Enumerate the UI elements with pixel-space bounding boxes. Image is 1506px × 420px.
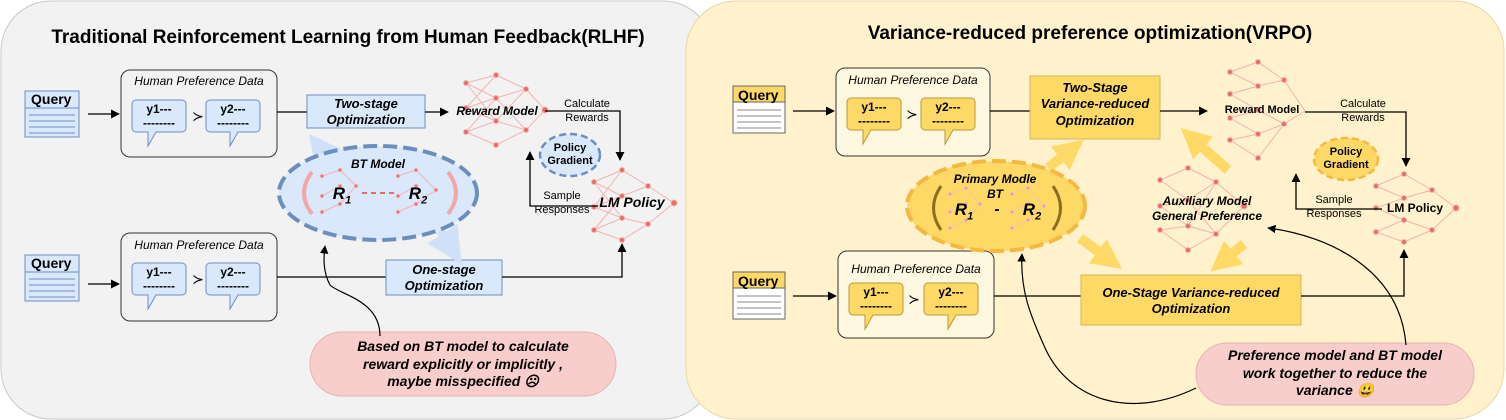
arrow-onestage-lm-left <box>502 243 627 278</box>
one-stage-box-left <box>385 259 503 296</box>
human-pref-box-top-left <box>120 69 278 158</box>
reward-model-network-left <box>463 72 549 148</box>
two-stage-box-left <box>306 94 426 129</box>
y1-text-bottom-right: y1----------- <box>860 285 892 313</box>
bt-paren-left-l <box>302 170 314 216</box>
hp-label-top-left: Human Preference Data <box>134 74 264 88</box>
lm-policy-label-left: LM Policy <box>599 194 665 210</box>
arrow-sample-responses-right <box>1291 173 1382 210</box>
one-stage-box-right <box>1080 274 1302 326</box>
y1-text-top-right: y1----------- <box>858 100 890 128</box>
hp-label-top-right: Human Preference Data <box>848 73 978 87</box>
r2-label-left: R2 <box>408 184 428 207</box>
title-left: Traditional Reinforcement Learning from … <box>51 27 645 48</box>
prec-bottom-left: ≻ <box>192 271 204 287</box>
query-document-top-right <box>732 85 786 134</box>
policy-gradient-ellipse-left <box>538 132 602 178</box>
y2-text-top-left: y2----------- <box>217 102 249 130</box>
arrow-onestage-lm-right <box>1301 249 1409 297</box>
lm-policy-label-right: LM Policy <box>1386 201 1443 215</box>
r2-label-right: R2 <box>1022 200 1042 223</box>
big-arrow-primary-to-onestage <box>1077 233 1123 269</box>
bubble-y1-top-right <box>846 97 902 146</box>
bubble-y2-bottom-left <box>205 262 261 311</box>
title-right: Variance-reduced preference optimization… <box>867 23 1313 44</box>
bt-arrow-down-left <box>427 224 462 265</box>
big-arrow-aux-to-onestage <box>1210 240 1248 272</box>
y2-text-top-right: y2----------- <box>932 100 964 128</box>
r1-label-left: R1 <box>332 184 352 207</box>
bubble-y2-top-right <box>920 97 976 146</box>
human-pref-box-top-right <box>835 67 991 157</box>
big-arrow-primary-to-twostage <box>1044 139 1084 172</box>
y2-text-bottom-left: y2----------- <box>217 265 249 293</box>
two-stage-box-right <box>1029 75 1161 140</box>
arrow-calc-rewards-right <box>1305 111 1411 167</box>
reward-model-network-right <box>1227 59 1306 161</box>
curve-note-to-primary <box>1017 253 1197 404</box>
prec-top-right: ≻ <box>906 106 918 122</box>
reward-model-label-left: Reward Model <box>456 104 538 118</box>
bt-model-ellipse-left <box>277 144 479 242</box>
big-arrow-aux-to-twostage <box>1180 128 1232 174</box>
primary-paren-left <box>932 185 943 231</box>
bt-model-label-left: BT Model <box>351 157 405 171</box>
query-label-top-right: Query <box>738 87 779 103</box>
r1-label-right: R1 <box>954 200 974 223</box>
primary-mini-network <box>947 185 1047 231</box>
query-document-bottom-right <box>732 271 786 320</box>
primary-dash: - <box>994 201 1000 218</box>
bt-mini-network-left <box>319 167 439 215</box>
auxiliary-model-network <box>1157 165 1248 253</box>
y1-text-bottom-left: y1----------- <box>143 265 175 293</box>
query-label-bottom-right: Query <box>738 273 779 289</box>
bubble-y2-top-left <box>205 99 261 148</box>
hp-label-bottom-left: Human Preference Data <box>134 238 264 252</box>
bubble-y1-top-left <box>131 99 187 148</box>
arrow-sample-responses-left <box>525 151 598 207</box>
query-document-top-left <box>24 90 80 138</box>
bt-paren-right-l <box>446 170 458 216</box>
reward-model-label-right: Reward Model <box>1224 104 1300 116</box>
policy-gradient-ellipse-right <box>1312 136 1380 182</box>
curve-note-to-bt-left <box>319 245 381 337</box>
hp-label-bottom-right: Human Preference Data <box>851 262 981 276</box>
curve-note-to-aux <box>1267 224 1407 346</box>
primary-paren-right <box>1051 185 1062 231</box>
note-box-left <box>309 331 617 397</box>
prec-top-left: ≻ <box>192 108 204 124</box>
y1-text-top-left: y1----------- <box>143 102 175 130</box>
lm-policy-network-right <box>1373 171 1460 245</box>
bubble-y1-bottom-right <box>848 282 904 331</box>
query-label-bottom-left: Query <box>31 255 72 271</box>
query-label-top-left: Query <box>31 91 72 107</box>
y2-text-bottom-right: y2----------- <box>935 285 967 313</box>
arrow-calc-rewards-left <box>545 110 625 161</box>
prec-bottom-right: ≻ <box>908 291 920 307</box>
bubble-y2-bottom-right <box>923 282 979 331</box>
bubble-y1-bottom-left <box>131 262 187 311</box>
query-document-bottom-left <box>24 254 80 302</box>
note-box-right <box>1195 342 1475 406</box>
